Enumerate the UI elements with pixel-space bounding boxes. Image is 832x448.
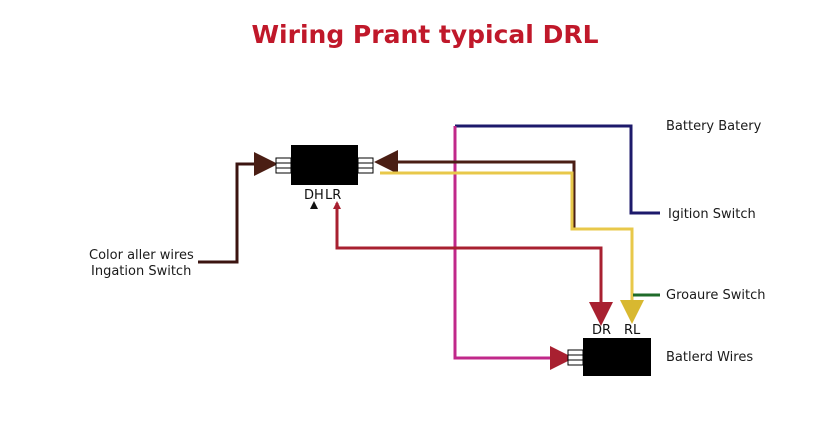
- top-drl-module: [275, 145, 374, 185]
- navy-wire: [455, 124, 660, 215]
- top-module-right-connector: [357, 157, 374, 174]
- left-label-line2: Ingation Switch: [91, 264, 191, 279]
- red-wire-arrow: [333, 201, 341, 209]
- ground-switch-label: Groaure Switch: [666, 288, 765, 303]
- ignition-switch-label: Igition Switch: [668, 207, 756, 222]
- bottom-pin-right-label: RL: [624, 323, 641, 338]
- magenta-wire: [453, 126, 574, 370]
- red-wire: [335, 203, 613, 326]
- yellow-wire: [380, 171, 644, 324]
- left-input-wire: [198, 152, 278, 264]
- bottom-module-left-connector: [567, 349, 584, 366]
- diagram-title: Wiring Prant typical DRL: [251, 20, 598, 49]
- battery-label: Battery Batery: [666, 119, 762, 134]
- bottom-pin-left-label: DR: [592, 323, 611, 338]
- left-label-line1: Color aller wires: [89, 248, 194, 263]
- battery-wires-label: Batlerd Wires: [666, 350, 753, 365]
- top-pin-right-label: LR: [325, 188, 341, 203]
- top-pin-left-label: DH: [304, 188, 324, 203]
- bottom-drl-module: [567, 338, 651, 376]
- black-wire-arrow: [310, 201, 318, 209]
- top-module-left-connector: [275, 157, 292, 174]
